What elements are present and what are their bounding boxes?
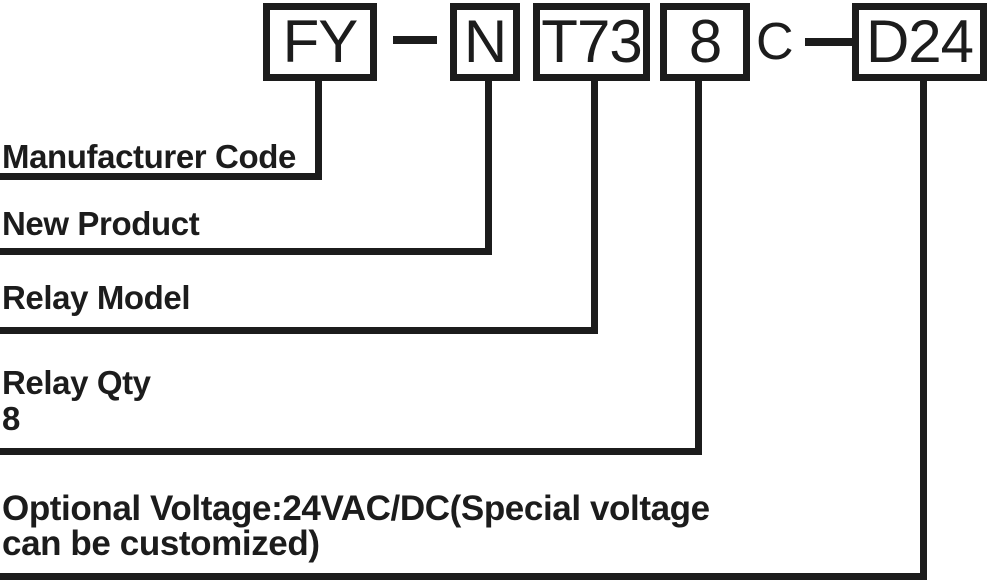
connector-optional-voltage-vline [920,74,927,580]
code-box-n: N [450,3,520,81]
code-box-d24: D24 [852,3,987,81]
code-dash-separator-1 [393,36,437,44]
code-box-fy-text: FY [282,8,359,75]
connector-relay-qty-hline [0,448,702,455]
code-box-8-text: 8 [688,8,722,75]
connector-relay-model-vline [591,74,598,334]
connector-new-product-vline [485,74,492,255]
code-box-t73: T73 [533,3,650,81]
code-box-n-text: N [463,8,507,75]
connector-manufacturer-code-vline [315,74,322,180]
code-dash-separator-2 [805,38,852,46]
code-letter-c: C [756,13,794,71]
code-box-8: 8 [660,3,750,81]
label-relay-model: Relay Model [2,279,191,316]
label-relay-qty: Relay Qty [2,364,151,401]
code-box-fy: FY [263,3,377,81]
connector-new-product-hline [0,248,492,255]
label-new-product: New Product [2,205,200,242]
connector-relay-qty-vline [695,74,702,455]
code-box-t73-text: T73 [541,8,642,75]
connector-manufacturer-code-hline [0,173,322,180]
connector-relay-model-hline [0,327,598,334]
label-manufacturer-code: Manufacturer Code [2,138,296,175]
label-optional-voltage-line1: Optional Voltage:24VAC/DC(Special voltag… [2,489,710,528]
code-box-d24-text: D24 [865,8,974,75]
connector-optional-voltage-hline [0,573,927,580]
label-optional-voltage-line2: can be customized) [2,524,320,563]
label-relay-qty-value: 8 [2,400,20,437]
